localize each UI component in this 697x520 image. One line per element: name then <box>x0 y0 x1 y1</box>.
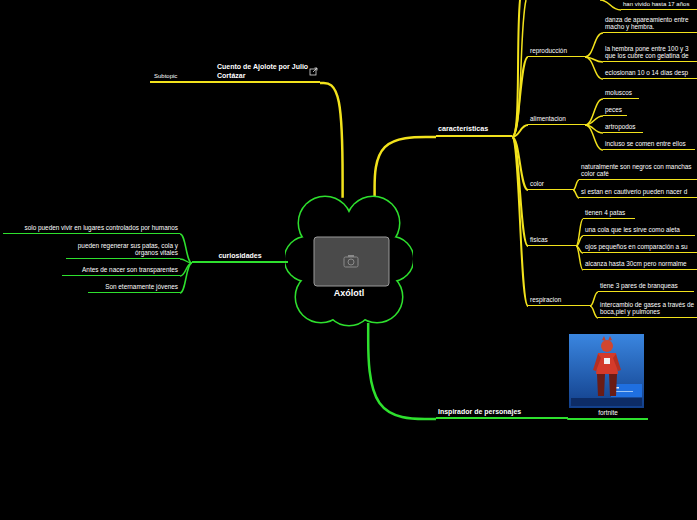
branch-connector <box>180 234 192 263</box>
topic-label: naturalmente son negros con manchas colo… <box>581 163 695 178</box>
branch-connector <box>585 57 603 79</box>
central-label: Axólotl <box>285 288 413 299</box>
topic: peces <box>603 106 627 116</box>
topic: incluso se comen entre ellos <box>603 140 695 150</box>
topic: alimentacion <box>528 115 585 125</box>
topic-label: pueden regenerar sus patas, cola y órgan… <box>68 242 178 257</box>
topic: solo pueden vivir en lugares controlados… <box>3 224 180 234</box>
topic-label: ojos pequeños en comparación a su <box>585 243 695 251</box>
link-icon <box>310 68 317 75</box>
topic: características <box>436 125 512 137</box>
topic-label: respiracion <box>530 296 588 304</box>
topic: ojos pequeños en comparación a su <box>583 243 697 253</box>
topic: danza de apareamiento entre macho y hemb… <box>603 16 697 33</box>
image-topic: fortnite <box>568 333 648 420</box>
topic: Son eternamente jóvenes <box>88 283 180 293</box>
topic: pueden regenerar sus patas, cola y órgan… <box>66 242 180 259</box>
image-placeholder <box>314 237 389 286</box>
topic: una cola que les sirve como aleta <box>583 226 695 236</box>
branch-connector <box>585 116 603 125</box>
topic-label: reproducción <box>530 47 583 55</box>
topic-label: artropodos <box>605 123 641 131</box>
central-topic: Axólotl <box>285 195 413 327</box>
branch-label: curiosidades <box>194 252 286 260</box>
offscreen-branch <box>600 0 621 10</box>
topic-label: fisicas <box>530 236 574 244</box>
topic-label: fortnite <box>568 409 648 417</box>
branch-connector <box>585 125 603 150</box>
topic-label: incluso se comen entre ellos <box>605 140 693 148</box>
topic-label: alcanza hasta 30cm pero normalme <box>585 260 695 268</box>
topic: eclosionan 10 o 14 días desp <box>603 69 697 79</box>
topic: fisicas <box>528 236 576 246</box>
topic: respiracion <box>528 296 590 306</box>
topic: han vivido hasta 17 años <box>621 1 697 10</box>
branch-connector <box>180 263 192 293</box>
branch-connector <box>375 137 436 198</box>
topic-label: moluscos <box>605 89 637 97</box>
branch-label: características <box>438 125 510 134</box>
topic-label: tienen 4 patas <box>585 209 633 217</box>
branch-connector <box>576 236 583 246</box>
topic-label: peces <box>605 106 625 114</box>
camera-icon <box>344 255 358 267</box>
topic: Inspirador de personajes <box>436 408 568 419</box>
topic: alcanza hasta 30cm pero normalme <box>583 260 697 270</box>
topic: Antes de nacer son transparentes <box>62 266 180 276</box>
topic: reproducción <box>528 47 585 57</box>
topic: Cuento de Ajolote por Julio Cortázar <box>215 63 320 83</box>
topic-label: alimentacion <box>530 115 583 123</box>
branch-connector <box>576 219 583 246</box>
branch-connector <box>320 83 343 198</box>
topic-label: eclosionan 10 o 14 días desp <box>605 69 695 77</box>
branch-connector <box>590 306 598 318</box>
topic: moluscos <box>603 89 639 99</box>
topic: tiene 3 pares de branqueas <box>598 282 694 292</box>
topic-label: Son eternamente jóvenes <box>90 283 178 291</box>
topic: si estan en cautiverio pueden nacer d <box>579 188 697 198</box>
topic-label: Antes de nacer son transparentes <box>64 266 178 274</box>
topic: artropodos <box>603 123 643 133</box>
branch-connector <box>368 323 436 419</box>
topic-label: solo pueden vivir en lugares controlados… <box>5 224 178 232</box>
topic: color <box>528 180 573 190</box>
branch-connector <box>512 137 528 306</box>
topic-label: color <box>530 180 571 188</box>
topic: la hembra pone entre 100 y 3 que los cub… <box>603 45 697 62</box>
topic-label: intercambio de gases a través de boca,pi… <box>600 301 695 316</box>
branch-connector <box>590 292 598 306</box>
offscreen-branch <box>512 0 526 137</box>
branch-label: Cuento de Ajolote por Julio Cortázar <box>217 63 318 80</box>
cloud-outline <box>285 195 413 327</box>
topic-label: Subtopic <box>154 73 211 80</box>
topic: naturalmente son negros con manchas colo… <box>579 163 697 180</box>
branch-connector <box>585 99 603 125</box>
branch-connector <box>576 246 583 270</box>
topic-label: tiene 3 pares de branqueas <box>600 282 692 290</box>
topic-label: danza de apareamiento entre macho y hemb… <box>605 16 695 31</box>
branch-connector <box>180 259 192 263</box>
topic: intercambio de gases a través de boca,pi… <box>598 301 697 318</box>
topic: Subtopic <box>150 73 215 83</box>
topic-label: si estan en cautiverio pueden nacer d <box>581 188 695 196</box>
topic-label: una cola que les sirve como aleta <box>585 226 693 234</box>
topic-label: han vivido hasta 17 años <box>623 1 695 8</box>
topic: tienen 4 patas <box>583 209 635 219</box>
branch-connector <box>585 33 603 57</box>
character-image <box>569 334 644 408</box>
branch-label: Inspirador de personajes <box>438 408 566 416</box>
topic: curiosidades <box>192 252 288 263</box>
topic-label: la hembra pone entre 100 y 3 que los cub… <box>605 45 695 60</box>
